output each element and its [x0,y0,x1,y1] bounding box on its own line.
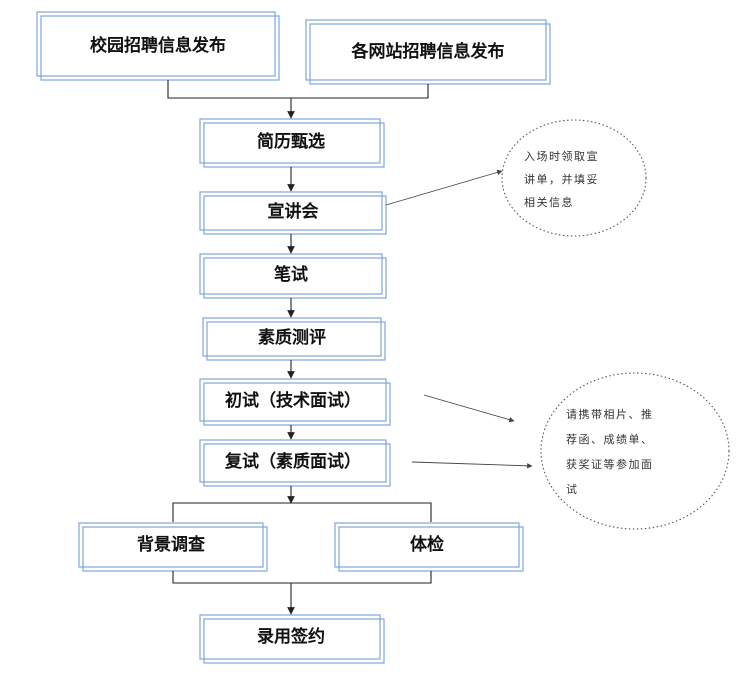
note-presentation-line2: 讲单，并填妥 [524,172,599,186]
box-website-label: 各网站招聘信息发布 [351,41,505,62]
box-written-test: 笔试 [199,253,387,299]
box-second-interview: 复试（素质面试） [199,439,391,487]
box-website-recruitment: 各网站招聘信息发布 [305,19,551,85]
connector-lines [167,80,432,615]
box-quality-label: 素质测评 [258,327,326,348]
box-presentation-label: 宣讲会 [268,201,319,222]
note-presentation-line1: 入场时领取宣 [524,149,599,163]
note-interview-line4: 试 [566,483,579,496]
box-resume-label: 简历甄选 [257,131,325,152]
box-second-interview-label: 复试（素质面试） [224,451,361,472]
annotation-arrows [385,169,533,469]
box-presentation: 宣讲会 [199,191,387,235]
box-background-check: 背景调查 [78,522,268,572]
box-resume-screening: 简历甄选 [199,118,385,168]
box-physical-exam: 体检 [334,522,524,572]
note-presentation-line3: 相关信息 [524,195,574,209]
note-interview-line2: 荐函、成绩单、 [566,433,654,446]
box-offer-label: 录用签约 [257,626,325,647]
box-background-label: 背景调查 [137,534,206,555]
box-campus-recruitment: 校园招聘信息发布 [36,11,280,81]
box-written-label: 笔试 [274,264,308,285]
note-interview-line3: 获奖证等参加面 [566,457,654,471]
box-first-interview: 初试（技术面试） [199,378,391,426]
box-physical-label: 体检 [410,534,444,555]
box-offer-signing: 录用签约 [199,614,385,664]
note-interview-line1: 请携带相片、推 [566,407,654,421]
note-presentation: 入场时领取宣 讲单，并填妥 相关信息 [501,119,647,237]
box-quality-assessment: 素质测评 [202,317,386,361]
box-first-interview-label: 初试（技术面试） [225,390,361,411]
note-interview: 请携带相片、推 荐函、成绩单、 获奖证等参加面 试 [540,372,730,530]
box-campus-label: 校园招聘信息发布 [90,35,226,56]
